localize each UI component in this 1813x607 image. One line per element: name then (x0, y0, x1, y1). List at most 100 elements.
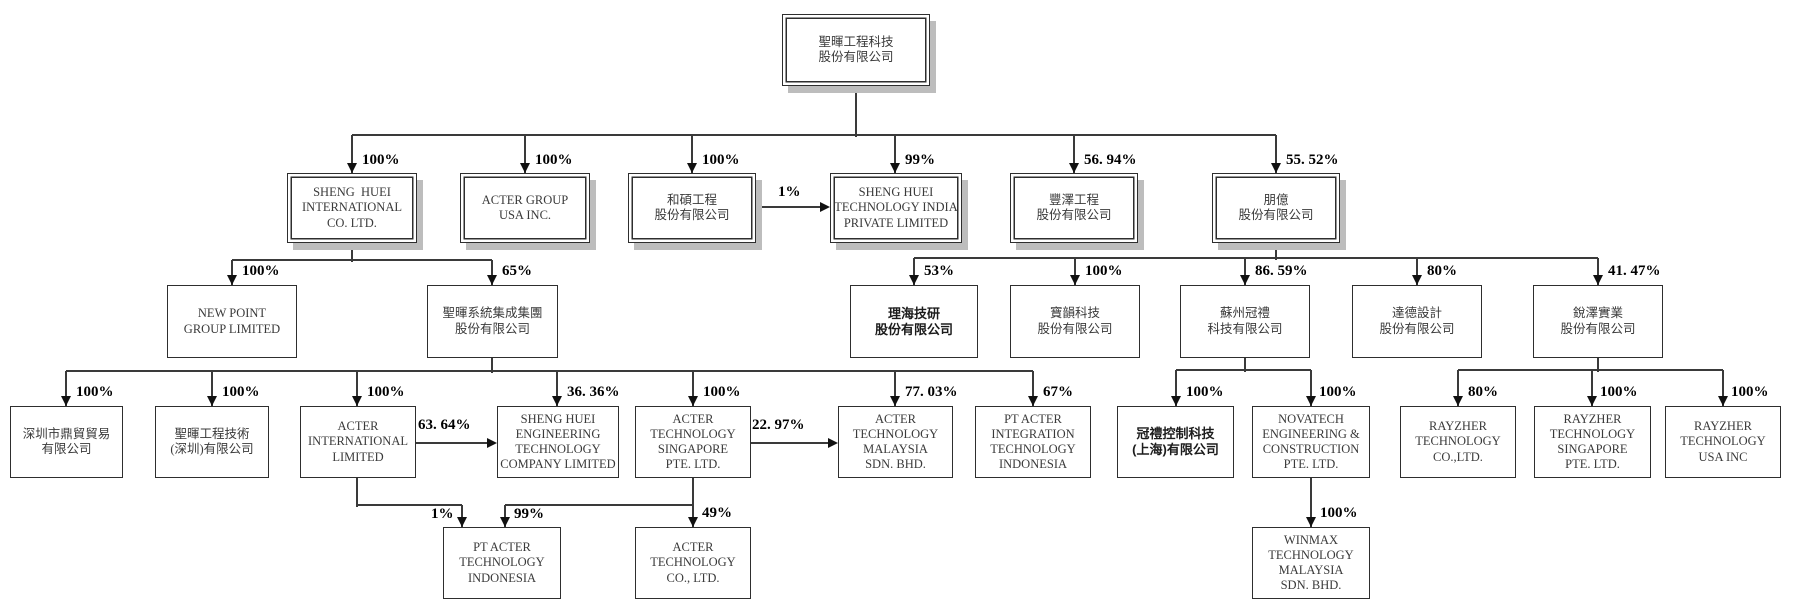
org-node-label: 股份有限公司 (818, 50, 894, 64)
org-node-sheng-huei-root: 聖暉工程科技股份有限公司 (782, 14, 930, 86)
ownership-percent-label: 100% (367, 384, 405, 400)
org-node-label: USA INC. (498, 208, 552, 222)
connector-line (1275, 243, 1277, 260)
org-node-shenzhen-dingmao: 深圳市鼎貿貿易有限公司 (10, 406, 123, 478)
ownership-percent-label: 100% (1731, 384, 1769, 400)
ownership-percent-label: 65% (502, 263, 532, 279)
arrow-down-icon (890, 396, 900, 406)
connector-line (1176, 369, 1311, 371)
connector-line (1175, 370, 1177, 408)
ownership-percent-label: 100% (535, 152, 573, 168)
org-node-label: 聖暉系統集成集團 (442, 306, 543, 321)
org-node-label: WINMAX (1283, 532, 1339, 547)
org-node-label: PTE. LTD. (665, 457, 721, 472)
org-node-label: PRIVATE LIMITED (843, 215, 949, 230)
org-node-label: INDONESIA (467, 570, 537, 585)
connector-line (1722, 370, 1724, 408)
org-node-label: 寶韻科技 (1049, 306, 1100, 321)
connector-line (504, 505, 506, 529)
org-node-hesuo-engineering: 和碩工程股份有限公司 (628, 173, 756, 243)
arrow-down-icon (500, 517, 510, 527)
org-node-label: CO. LTD. (327, 215, 377, 230)
connector-line (1458, 369, 1723, 371)
arrow-down-icon (352, 396, 362, 406)
org-node-label: TECHNOLOGY (1415, 434, 1501, 449)
ownership-percent-label: 1% (778, 184, 801, 200)
ownership-percent-label: 100% (1085, 263, 1123, 279)
org-node-label: (深圳)有限公司 (170, 442, 254, 456)
connector-line (914, 257, 1598, 259)
arrow-down-icon (1240, 275, 1250, 285)
ownership-percent-label: 36. 36% (567, 384, 620, 400)
connector-line (524, 135, 526, 175)
org-node-label: 股份有限公司 (1036, 208, 1112, 222)
org-node-label: CO.,LTD. (1433, 449, 1483, 464)
org-node-label: TECHNOLOGY (852, 426, 939, 441)
ownership-percent-label: 1% (431, 506, 454, 522)
org-node-label: 聖暉工程技術 (174, 426, 250, 441)
org-node-label: 朋億 (1263, 192, 1289, 207)
connector-line (65, 371, 67, 408)
org-node-label: 冠禮控制科技 (1136, 426, 1215, 442)
org-node-sheng-huei-system: 聖暉系統集成集團股份有限公司 (427, 285, 558, 358)
connector-line (1244, 358, 1246, 372)
arrow-down-icon (890, 163, 900, 173)
org-node-ruize: 銳澤實業股份有限公司 (1533, 285, 1663, 358)
connector-line (1457, 370, 1459, 408)
org-node-label: LIMITED (332, 449, 384, 464)
org-node-label: NEW POINT (197, 306, 267, 321)
arrow-down-icon (347, 163, 357, 173)
ownership-percent-label: 55. 52% (1286, 152, 1339, 168)
ownership-percent-label: 100% (1186, 384, 1224, 400)
ownership-percent-label: 100% (1600, 384, 1638, 400)
org-node-label: SINGAPORE (657, 442, 729, 456)
connector-line (855, 86, 857, 137)
org-node-label: SHENG HUEI (858, 185, 934, 200)
org-node-label: PTE. LTD. (1283, 457, 1339, 472)
org-node-label: INTEGRATION (991, 426, 1075, 441)
arrow-right-icon (828, 438, 838, 448)
arrow-down-icon (487, 275, 497, 285)
connector-line (1591, 370, 1593, 408)
ownership-percent-label: 22. 97% (752, 417, 805, 433)
org-node-label: ACTER (672, 540, 714, 555)
ownership-percent-label: 67% (1043, 384, 1073, 400)
ownership-percent-label: 86. 59% (1255, 263, 1308, 279)
org-node-baoyun: 寶韻科技股份有限公司 (1010, 285, 1140, 358)
org-node-label: 股份有限公司 (654, 208, 730, 222)
ownership-percent-label: 99% (905, 152, 935, 168)
org-node-label: PT ACTER (1004, 411, 1062, 426)
arrow-down-icon (1593, 275, 1603, 285)
org-node-label: ACTER GROUP (481, 192, 569, 207)
org-node-label: RAYZHER (1563, 411, 1622, 426)
connector-line (356, 371, 358, 408)
connector-line (491, 358, 493, 373)
arrow-down-icon (1070, 275, 1080, 285)
connector-line (1275, 135, 1277, 175)
ownership-percent-label: 100% (362, 152, 400, 168)
arrow-down-icon (909, 275, 919, 285)
ownership-percent-label: 49% (702, 505, 732, 521)
ownership-percent-label: 80% (1427, 263, 1457, 279)
connector-line (416, 442, 493, 444)
connector-line (1310, 478, 1312, 529)
org-node-label: TECHNOLOGY (650, 426, 736, 441)
org-node-label: NOVATECH (1278, 411, 1344, 426)
ownership-percent-label: 100% (1320, 505, 1358, 521)
org-node-label: 股份有限公司 (1037, 321, 1113, 336)
connector-line (211, 371, 213, 408)
connector-line (357, 504, 462, 506)
ownership-percent-label: 77. 03% (905, 384, 958, 400)
connector-line (505, 504, 693, 506)
arrow-down-icon (207, 396, 217, 406)
connector-line (691, 135, 693, 175)
connector-line (232, 259, 492, 261)
ownership-percent-label: 100% (76, 384, 114, 400)
org-node-guanli-shanghai: 冠禮控制科技(上海)有限公司 (1117, 406, 1234, 478)
org-node-label: TECHNOLOGY (650, 555, 736, 570)
